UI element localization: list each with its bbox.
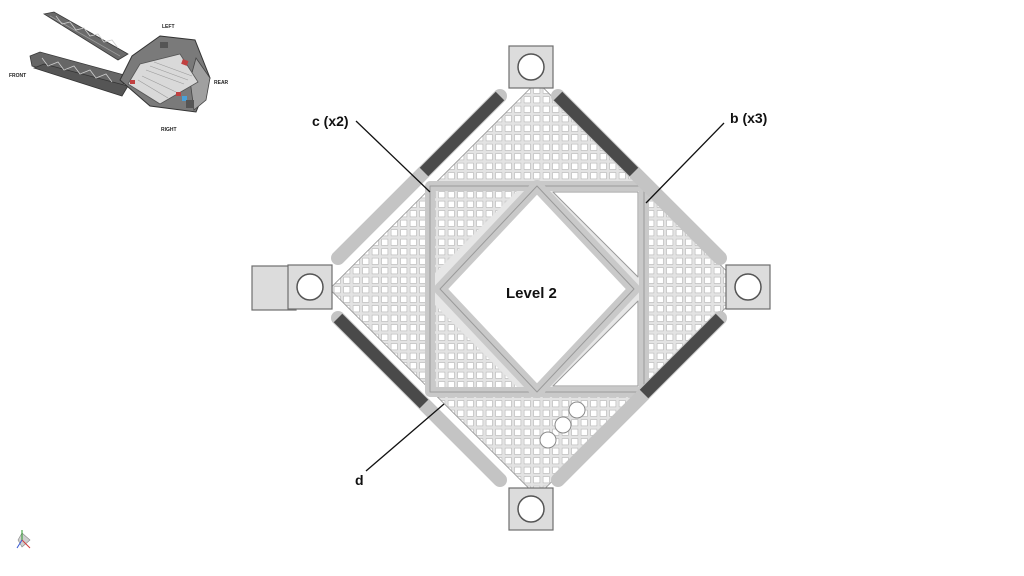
frame-beams (425, 180, 649, 398)
dark-bar-upper-left (419, 91, 505, 177)
cable-holes (539, 401, 586, 449)
corner-bracket-top (508, 45, 554, 89)
corner-bracket-right (725, 264, 771, 310)
level-2-plate (251, 45, 771, 531)
corner-bracket-bottom (508, 487, 554, 531)
thumbnail-label-rear: REAR (214, 80, 229, 86)
callout-label-b: b (x3) (730, 110, 767, 126)
dark-bar-lower-right (639, 313, 725, 399)
leader-c (355, 120, 431, 193)
dark-bar-upper-right (553, 91, 639, 177)
perforated-regions (330, 82, 744, 496)
corner-bracket-left (287, 264, 333, 310)
center-label: Level 2 (506, 285, 557, 302)
leader-b (645, 122, 725, 204)
thumbnail-body (119, 35, 211, 113)
thumbnail-truss-lower (29, 51, 129, 97)
thumbnail-label-front: FRONT (9, 73, 26, 79)
callout-leaders (355, 120, 725, 472)
axis-triad-icon (16, 530, 31, 549)
leader-d (365, 403, 445, 472)
thumbnail-truss-upper (42, 11, 129, 61)
thumbnail-label-left: LEFT (162, 24, 175, 30)
callout-label-c: c (x2) (312, 113, 349, 129)
corner-brackets (287, 45, 771, 531)
thumbnail-iso-view: LEFT FRONT REAR RIGHT (9, 11, 229, 133)
edge-rails (331, 89, 727, 487)
thumbnail-label-right: RIGHT (161, 127, 177, 133)
callout-label-d: d (355, 472, 364, 488)
dark-bar-lower-left (333, 313, 429, 409)
